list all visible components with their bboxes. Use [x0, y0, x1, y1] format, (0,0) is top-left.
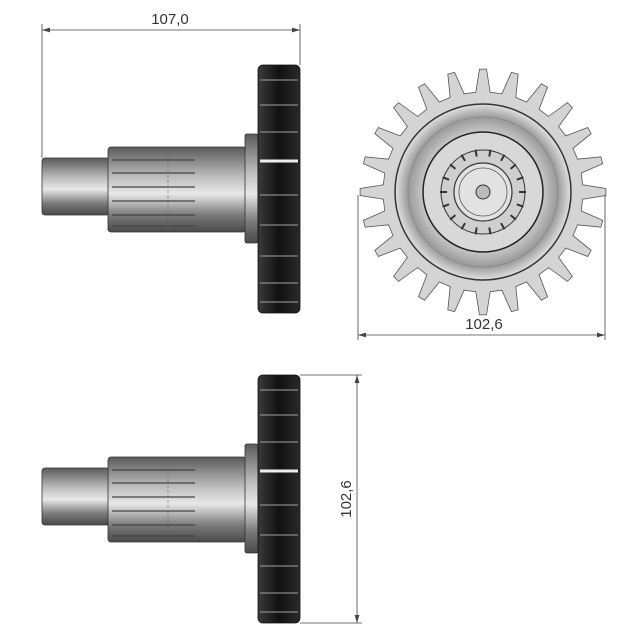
front-diameter-label: 102,6: [465, 316, 503, 333]
spline-tooth: [474, 227, 478, 235]
spline-tooth: [500, 154, 506, 162]
spline-tooth: [516, 203, 524, 208]
spline-tooth: [442, 176, 450, 181]
spline-tooth: [500, 222, 506, 230]
spline-tooth: [460, 222, 466, 230]
spline-tooth: [488, 227, 492, 235]
spline-tooth: [488, 149, 492, 157]
spline-tooth: [460, 154, 466, 162]
spline-tooth: [516, 176, 524, 181]
gear-shaft-side-view-bottom: [40, 373, 302, 625]
spline-tooth: [449, 214, 457, 221]
side-diameter-label: 102,6: [338, 480, 355, 518]
length-dimension-label: 107,0: [151, 11, 189, 28]
spline-tooth: [449, 163, 457, 170]
side-diameter-dimension: 102,6: [300, 374, 362, 624]
spline-tooth: [509, 163, 517, 170]
length-dimension: 107,0: [41, 11, 301, 158]
gear-shaft-side-view-top: [40, 63, 302, 315]
spline-tooth: [442, 203, 450, 208]
spline-tooth: [509, 214, 517, 221]
gear-hub-ring: [407, 116, 559, 268]
shaft-end-chamfer: [458, 167, 508, 217]
center-hole: [475, 184, 491, 200]
spline-tooth: [474, 149, 478, 157]
front-diameter-dimension: 102,6: [357, 195, 606, 340]
gear-front-view: [359, 68, 607, 316]
